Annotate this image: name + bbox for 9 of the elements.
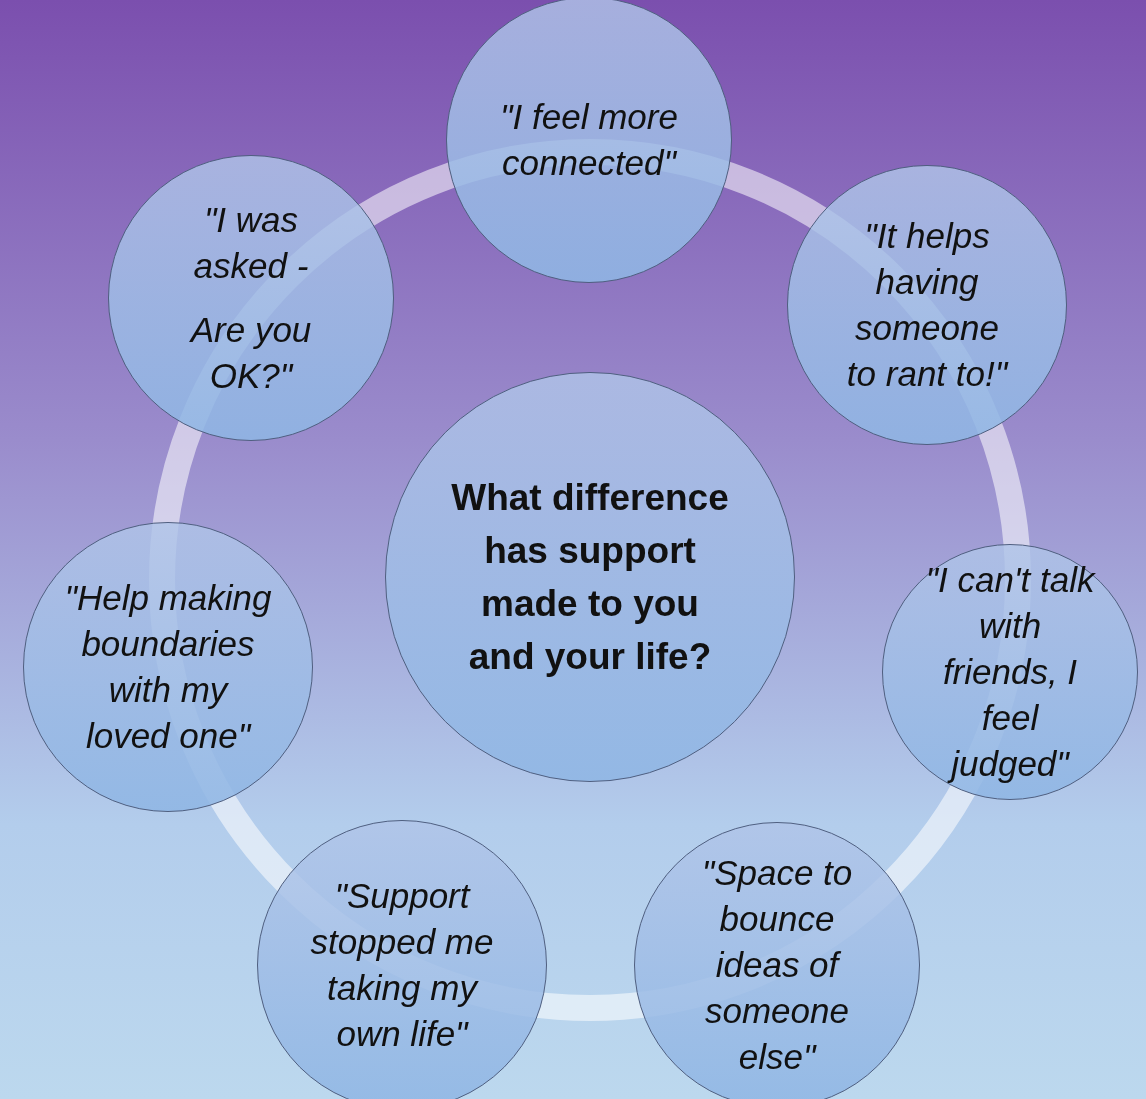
quote-text: "I can't talk with friends, I feel judged" [925,559,1095,785]
quote-text: "I was asked - [192,199,310,287]
quote-text: "Space to bounce ideas of someone else" [700,852,854,1078]
quote-text: "Support stopped me taking my own life" [309,875,495,1055]
quote-text: "Help making boundaries with my loved one" [63,577,273,757]
question-text: What difference has support made to you and your life? [450,476,730,679]
quote-text: "It helps having someone to rant to!" [845,215,1010,395]
quote-text: Are you OK?" [188,309,313,397]
quote-text: "I feel more connected" [499,96,679,184]
